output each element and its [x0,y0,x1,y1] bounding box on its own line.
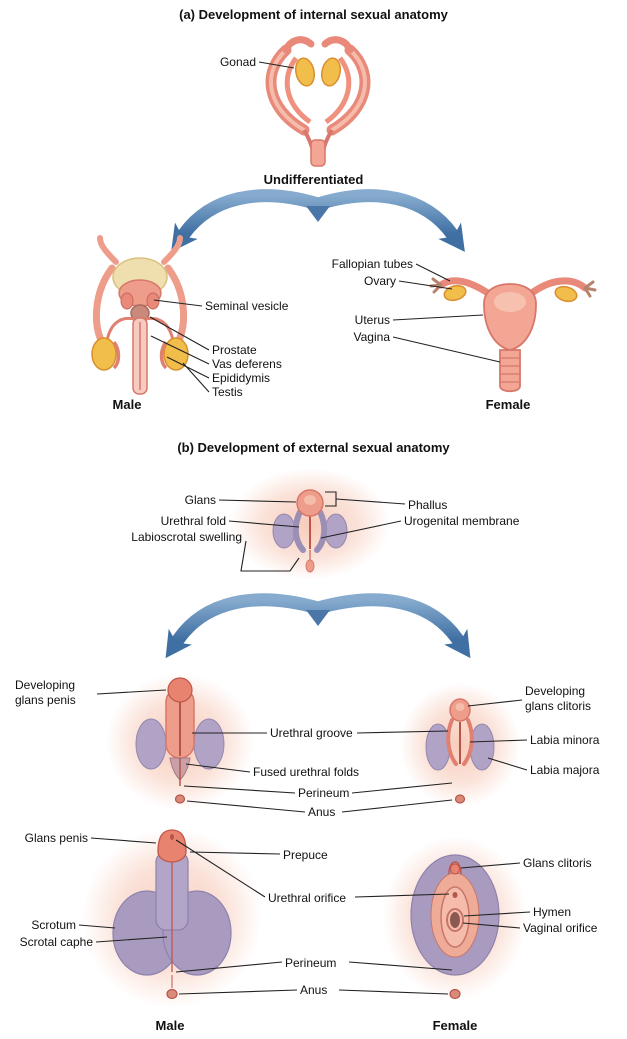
label-anus-developing: Anus [308,805,336,819]
label-scrotal-caphe: Scrotal caphe [19,935,93,949]
label-testis: Testis [212,385,243,399]
label-vagina: Vagina [353,330,390,344]
label-prepuce: Prepuce [283,848,328,862]
bifurcation-arrow-a [171,189,465,252]
male-internal-illustration [91,235,189,395]
label-urogenital-membrane: Urogenital membrane [404,514,520,528]
caption-male-internal: Male [112,397,142,412]
label-anus-developed: Anus [300,983,328,997]
label-vaginal-orifice: Vaginal orifice [523,921,598,935]
female-external-illustration [410,854,500,1000]
leader-lines [78,61,531,995]
label-epididymis: Epididymis [212,371,271,385]
developing-male-external-illustration [135,677,225,804]
label-developing-glans-clitoris: Developing glans clitoris [525,684,592,713]
label-developing-glans-penis: Developing glans penis [15,678,76,707]
label-glans-penis: Glans penis [24,831,88,845]
label-labioscrotal-swelling: Labioscrotal swelling [131,530,242,544]
label-fallopian-tubes: Fallopian tubes [331,257,413,271]
caption-female-internal: Female [485,397,531,412]
label-gonad: Gonad [219,55,256,69]
label-labia-majora: Labia majora [530,763,600,777]
label-perineum-developing: Perineum [298,786,350,800]
female-internal-illustration [429,277,597,393]
label-prostate: Prostate [212,343,257,357]
section-b-title: (b) Development of external sexual anato… [177,440,450,455]
label-urethral-fold: Urethral fold [160,514,226,528]
label-perineum-developed: Perineum [285,956,337,970]
label-glans-clitoris: Glans clitoris [523,856,592,870]
undifferentiated-gonads-illustration [265,36,371,167]
label-phallus: Phallus [408,498,448,512]
section-a-title: (a) Development of internal sexual anato… [179,7,448,22]
label-labia-minora: Labia minora [530,733,600,747]
label-urethral-orifice: Urethral orifice [268,891,347,905]
bifurcation-arrow-b [165,593,471,659]
label-urethral-groove: Urethral groove [270,726,353,740]
undifferentiated-external-illustration [272,489,348,573]
label-vas-deferens: Vas deferens [212,357,282,371]
label-hymen: Hymen [533,905,572,919]
label-glans: Glans [184,493,216,507]
label-uterus: Uterus [354,313,390,327]
caption-male-external: Male [155,1018,185,1033]
label-seminal-vesicle: Seminal vesicle [205,299,289,313]
label-scrotum: Scrotum [31,918,76,932]
caption-undifferentiated: Undifferentiated [263,172,364,187]
label-ovary: Ovary [363,274,396,288]
male-external-illustration [112,829,232,1000]
label-fused-urethral-folds: Fused urethral folds [253,765,360,779]
caption-female-external: Female [432,1018,478,1033]
